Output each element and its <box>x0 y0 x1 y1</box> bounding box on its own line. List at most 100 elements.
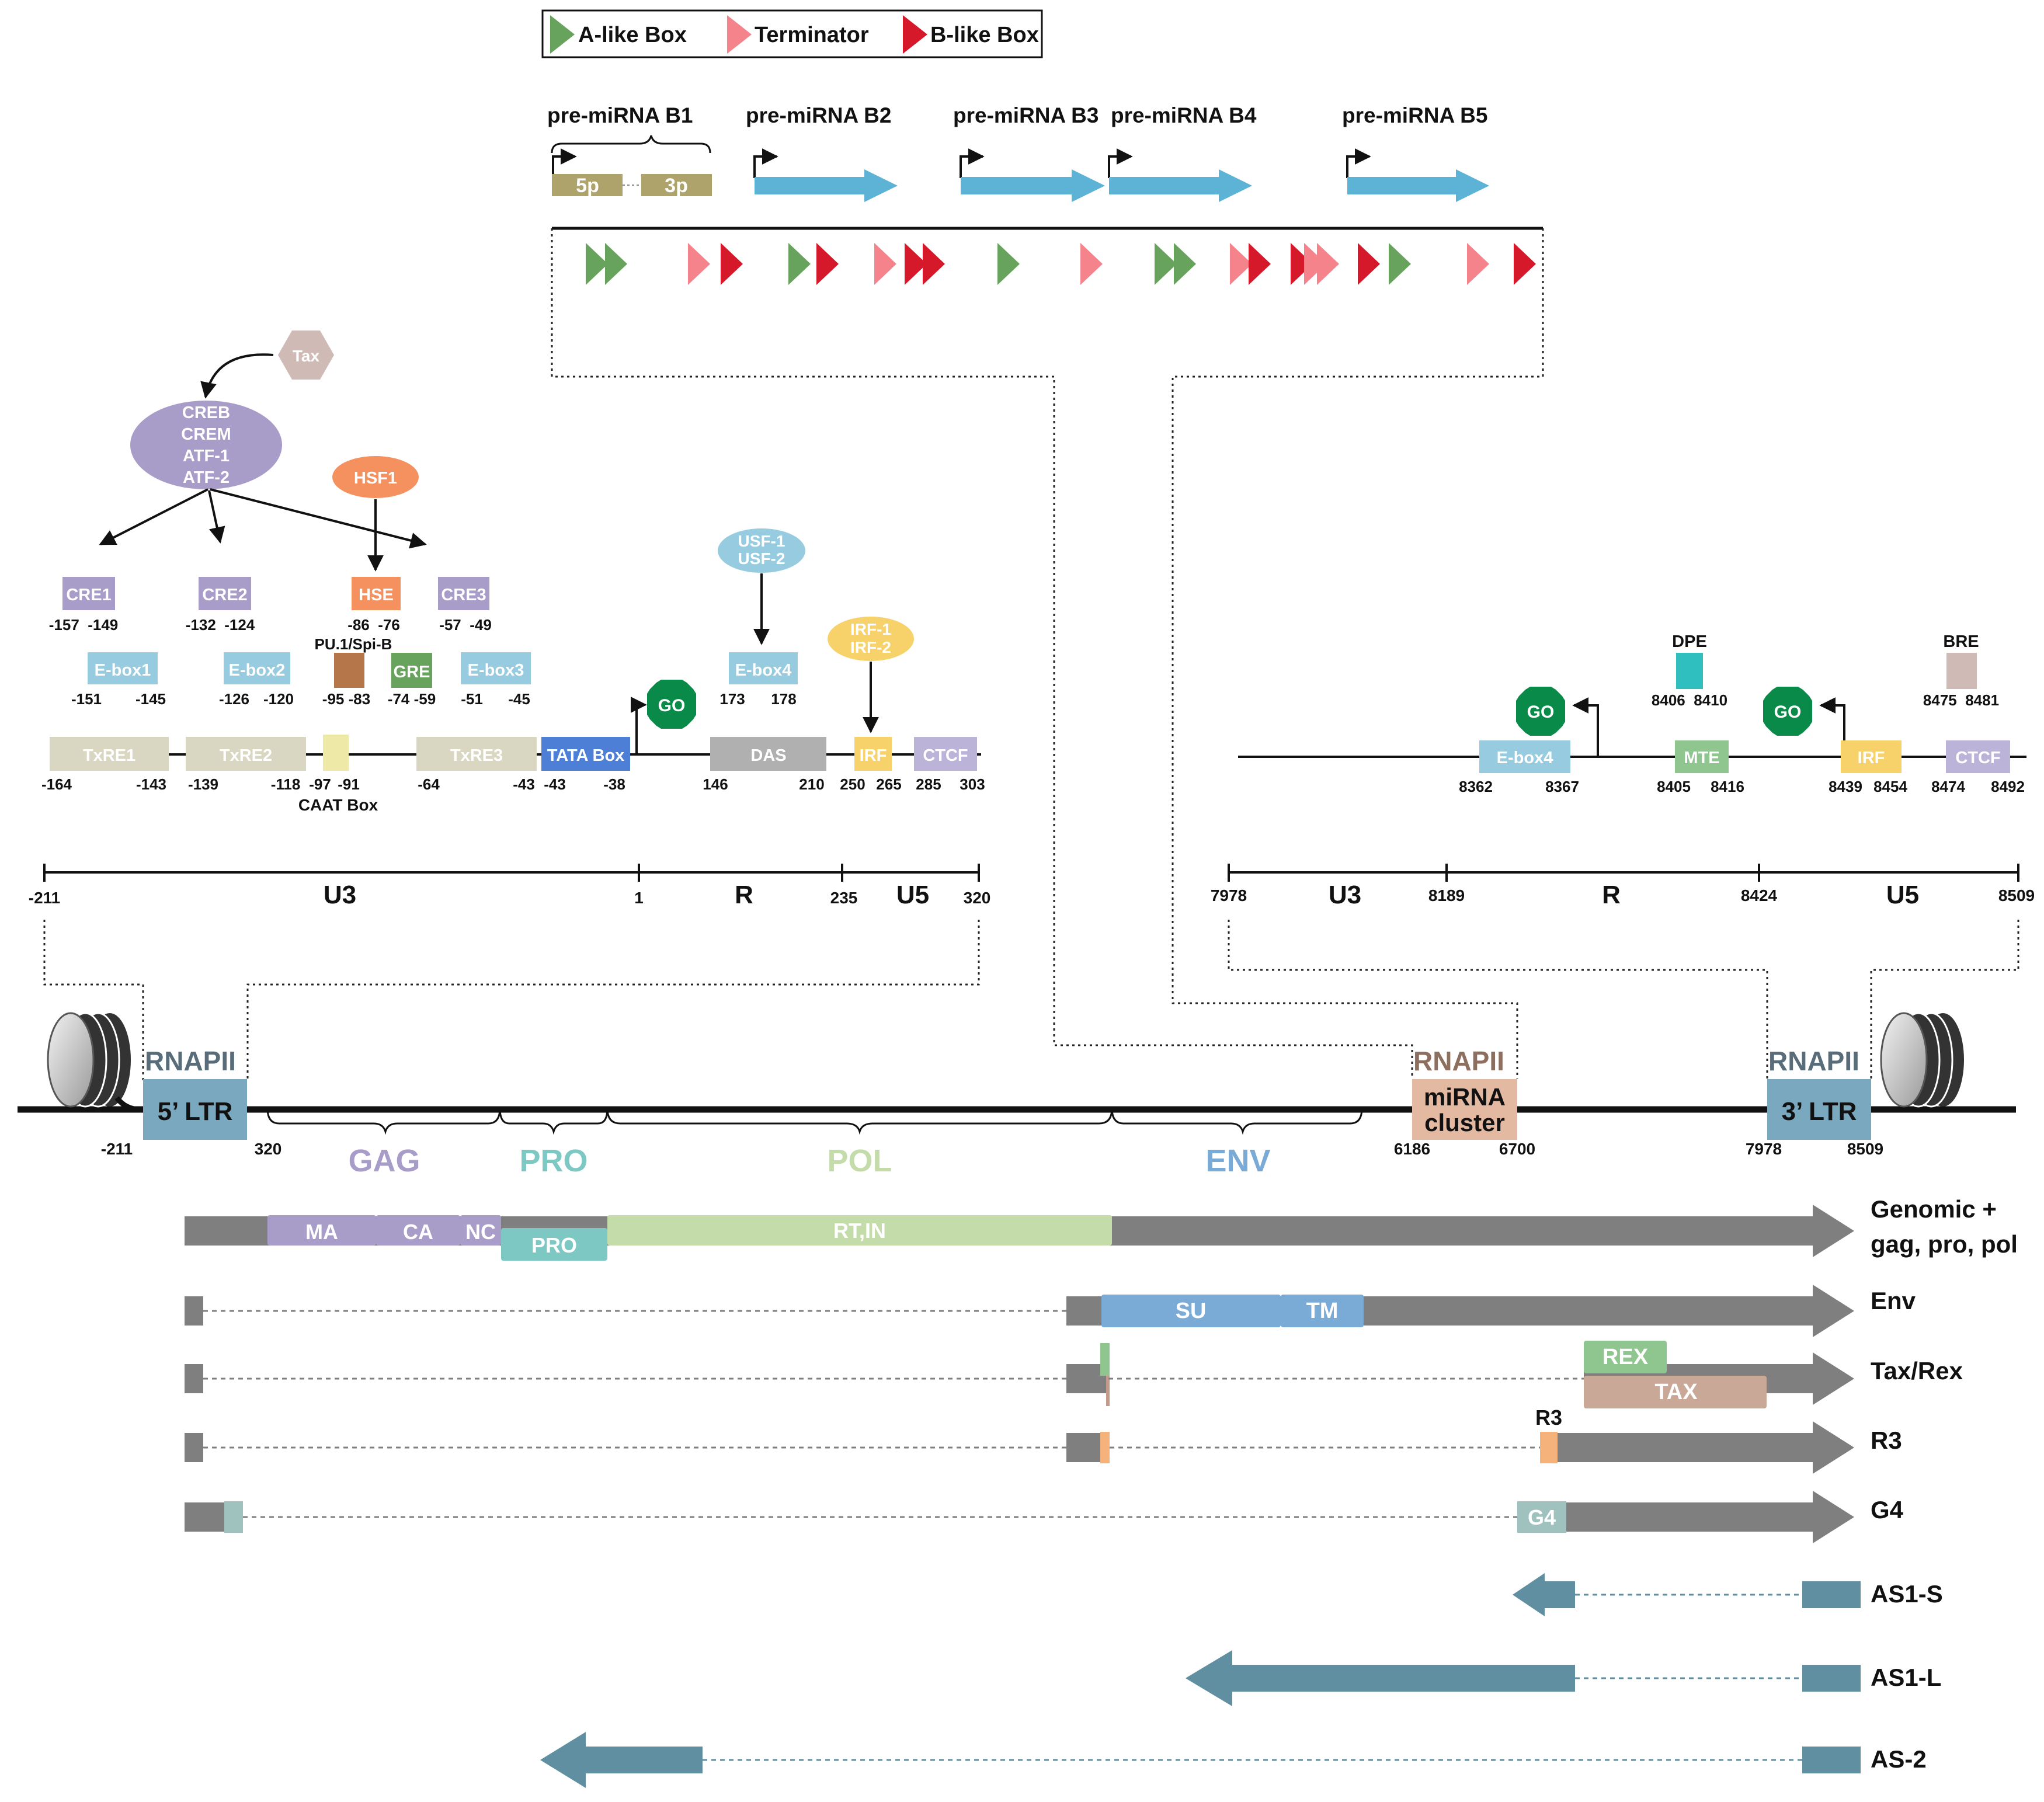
crem-label: CREM <box>181 425 231 444</box>
tax-domain <box>1584 1376 1767 1408</box>
g4-transcript-arrow <box>1566 1491 1854 1543</box>
pro-domain <box>501 1228 607 1261</box>
mirna-cluster-box <box>1412 1079 1517 1140</box>
legend: A-like Box Terminator B-like Box <box>541 9 1043 58</box>
pro-label: PRO <box>531 1233 577 1257</box>
transcripts: MA CA NC PRO RT,IN Genomic + gag, pro, p… <box>185 1195 2018 1788</box>
dpe-name: DPE <box>1672 632 1707 651</box>
irf-end-5ltr: 265 <box>876 775 901 793</box>
tax-label: Tax <box>293 347 320 365</box>
ebox3-start: -51 <box>461 690 483 708</box>
ebox2-label: E-box2 <box>229 661 286 680</box>
terminator-legend-icon <box>727 15 752 54</box>
g4-exon1-orf <box>224 1501 243 1533</box>
pol-brace <box>606 1108 1113 1135</box>
hairpin-arrow-b4 <box>1109 169 1252 202</box>
txre2-end: -118 <box>271 775 301 793</box>
mte-end: 8416 <box>1711 778 1744 795</box>
atf1-label: ATF-1 <box>183 447 230 465</box>
go-label-5ltr: GO <box>658 696 686 715</box>
ebox4-label-3ltr: E-box4 <box>1497 749 1553 767</box>
irf-label-5ltr: IRF <box>860 746 887 765</box>
irf-start-3ltr: 8439 <box>1829 778 1862 795</box>
gag-brace <box>266 1108 501 1135</box>
ebox4-end: 178 <box>771 690 796 708</box>
tm-label: TM <box>1306 1299 1339 1323</box>
three-ltr-tick-label: 8424 <box>1741 886 1778 905</box>
b-like-box-mark <box>1514 243 1536 285</box>
ltr3-box <box>1767 1079 1871 1140</box>
r3-orf <box>1540 1432 1558 1463</box>
mte-start: 8405 <box>1657 778 1691 795</box>
five-ltr-region-r: R <box>735 881 753 909</box>
caat-end: -91 <box>338 775 360 793</box>
three-ltr-tick-label: 8509 <box>1998 886 2035 905</box>
r3-exon1 <box>185 1433 203 1462</box>
cre3-coords: -57 -49 <box>439 616 492 634</box>
ca-label: CA <box>403 1220 433 1244</box>
five-ltr-connector-right <box>246 920 980 1080</box>
ebox4-start: 173 <box>719 690 745 708</box>
ctcf-box-5ltr <box>914 737 977 771</box>
hse-box <box>352 577 401 610</box>
terminator-mark <box>1317 243 1339 285</box>
three-ltr-region-u5: U5 <box>1886 881 1919 909</box>
tss-arrow-3ltr-b <box>1819 697 1845 757</box>
das-box <box>710 737 826 771</box>
mirna-3p-arm <box>641 174 712 196</box>
rt-in-label: RT,IN <box>833 1219 886 1243</box>
txre1-end: -143 <box>136 775 166 793</box>
as1l-name: AS1-L <box>1871 1664 1941 1691</box>
five-ltr-tick-label: 1 <box>634 889 644 907</box>
g4-name: G4 <box>1871 1496 1904 1523</box>
three-ltr-region-r: R <box>1602 881 1621 909</box>
r3-exon2-orf <box>1100 1432 1110 1463</box>
ltr5-box <box>143 1079 247 1140</box>
caat-start: -97 <box>309 775 331 793</box>
ebox3-label: E-box3 <box>468 661 524 680</box>
rnapii-label-3ltr: RNAPII <box>1768 1046 1859 1076</box>
txre1-label: TxRE1 <box>83 746 135 765</box>
legend-frame <box>541 9 1043 58</box>
five-ltr-tick-label: -211 <box>29 889 61 907</box>
taxrex-name: Tax/Rex <box>1871 1357 1963 1384</box>
tax-domain-label: TAX <box>1654 1380 1698 1404</box>
taxrex-exon1 <box>185 1364 203 1393</box>
r3-transcript-arrow <box>1558 1421 1854 1474</box>
cre1-label: CRE1 <box>66 586 111 604</box>
ebox4-end-3ltr: 8367 <box>1545 778 1579 795</box>
five-ltr-region-u5: U5 <box>896 881 929 909</box>
ltr3-label: 3’ LTR <box>1782 1097 1857 1126</box>
env-exon1 <box>185 1296 203 1326</box>
tata-end: -38 <box>603 775 625 793</box>
hairpin-arrow-b5 <box>1347 169 1489 202</box>
as1s-name: AS1-S <box>1871 1580 1943 1608</box>
hse-coords: -86 -76 <box>347 616 400 634</box>
as1l-exon1 <box>1802 1665 1861 1692</box>
tss-arrow-b4 <box>1108 148 1133 178</box>
go-octagon-5ltr <box>647 680 696 729</box>
cre3-box <box>438 577 489 610</box>
ltr3-start: 7978 <box>1746 1140 1782 1158</box>
ebox2-end: -120 <box>263 690 294 708</box>
b-like-box-mark <box>1249 243 1271 285</box>
tss-arrow-b3 <box>960 148 985 178</box>
gre-label: GRE <box>394 663 430 681</box>
gene-label-gag: GAG <box>348 1143 420 1178</box>
a-like-box-mark <box>788 243 811 285</box>
tss-arrow-b2 <box>753 148 778 178</box>
g4-orf <box>1517 1501 1566 1533</box>
creb-family-ellipse <box>130 401 282 489</box>
five-ltr-tick-label: 235 <box>830 889 858 907</box>
mirna-cluster-label-line2: cluster <box>1424 1109 1505 1136</box>
hairpin-label-b1: pre-miRNA B1 <box>547 103 693 127</box>
ebox1-label: E-box1 <box>95 661 151 680</box>
txre2-label: TxRE2 <box>220 746 272 765</box>
cre3-label: CRE3 <box>441 586 486 604</box>
as1s-arrow <box>1513 1573 1575 1616</box>
mte-box <box>1675 740 1729 773</box>
arm-label-3p: 3p <box>665 175 688 197</box>
irf-end-3ltr: 8454 <box>1873 778 1907 795</box>
ebox2-start: -126 <box>219 690 249 708</box>
tss-arrow-b1 <box>552 148 577 178</box>
